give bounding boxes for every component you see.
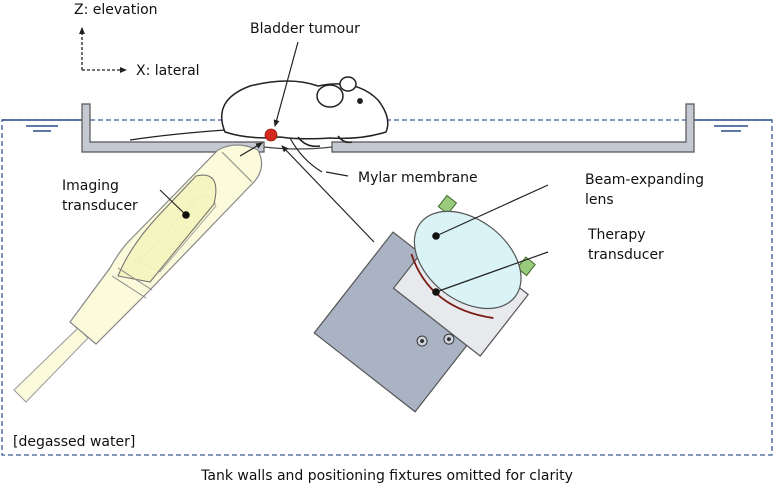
mylar-membrane: [263, 146, 333, 150]
imaging-label-line2: transducer: [62, 198, 138, 214]
therapy-label-line2: transducer: [588, 247, 664, 263]
axis-z-label: Z: elevation: [74, 2, 158, 18]
beam-expanding-lens: [413, 210, 522, 310]
tumour-label: Bladder tumour: [250, 21, 360, 37]
therapy-label-line1: Therapy: [587, 227, 646, 243]
bladder-tumour-dot: [264, 128, 278, 142]
beam-label-line1: Beam-expanding: [585, 172, 704, 188]
membrane-label: Mylar membrane: [358, 170, 478, 186]
water-surface-right: [692, 119, 772, 132]
lens-label-dot: [432, 232, 440, 240]
axis-x-label: X: lateral: [136, 63, 200, 79]
caption: Tank walls and positioning fixtures omit…: [200, 468, 573, 484]
therapy-label-dot: [432, 288, 440, 296]
imaging-transducer: [13, 144, 263, 403]
mouse-illustration: [129, 76, 389, 173]
beam-label-line2: lens: [585, 192, 614, 208]
imaging-label-line1: Imaging: [62, 178, 119, 194]
imaging-label-dot: [182, 211, 190, 219]
therapy-assembly: [313, 194, 536, 413]
water-surface-left: [2, 119, 82, 132]
leader-lines: [159, 41, 549, 293]
water-label: [degassed water]: [13, 434, 135, 450]
platform-tray: [81, 103, 695, 153]
axis-arrows: [79, 27, 127, 73]
therapy-transducer-face: [410, 253, 494, 319]
